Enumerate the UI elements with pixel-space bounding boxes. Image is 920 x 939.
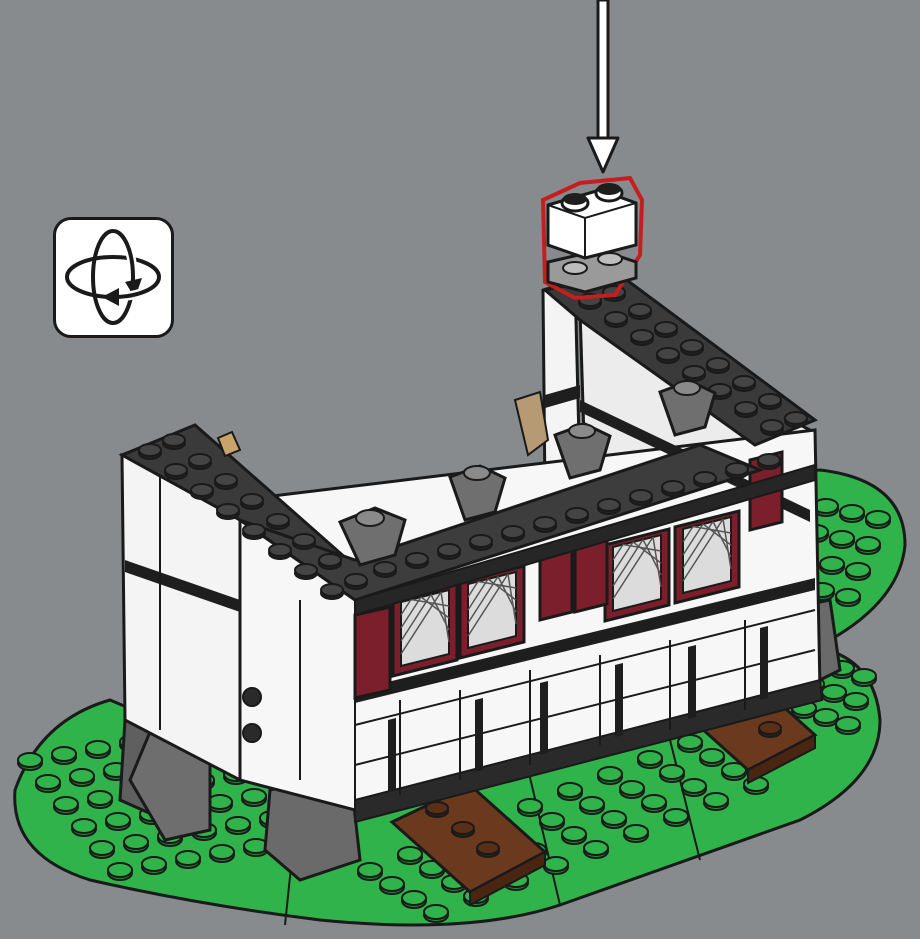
rotate-model-icon bbox=[53, 217, 174, 338]
